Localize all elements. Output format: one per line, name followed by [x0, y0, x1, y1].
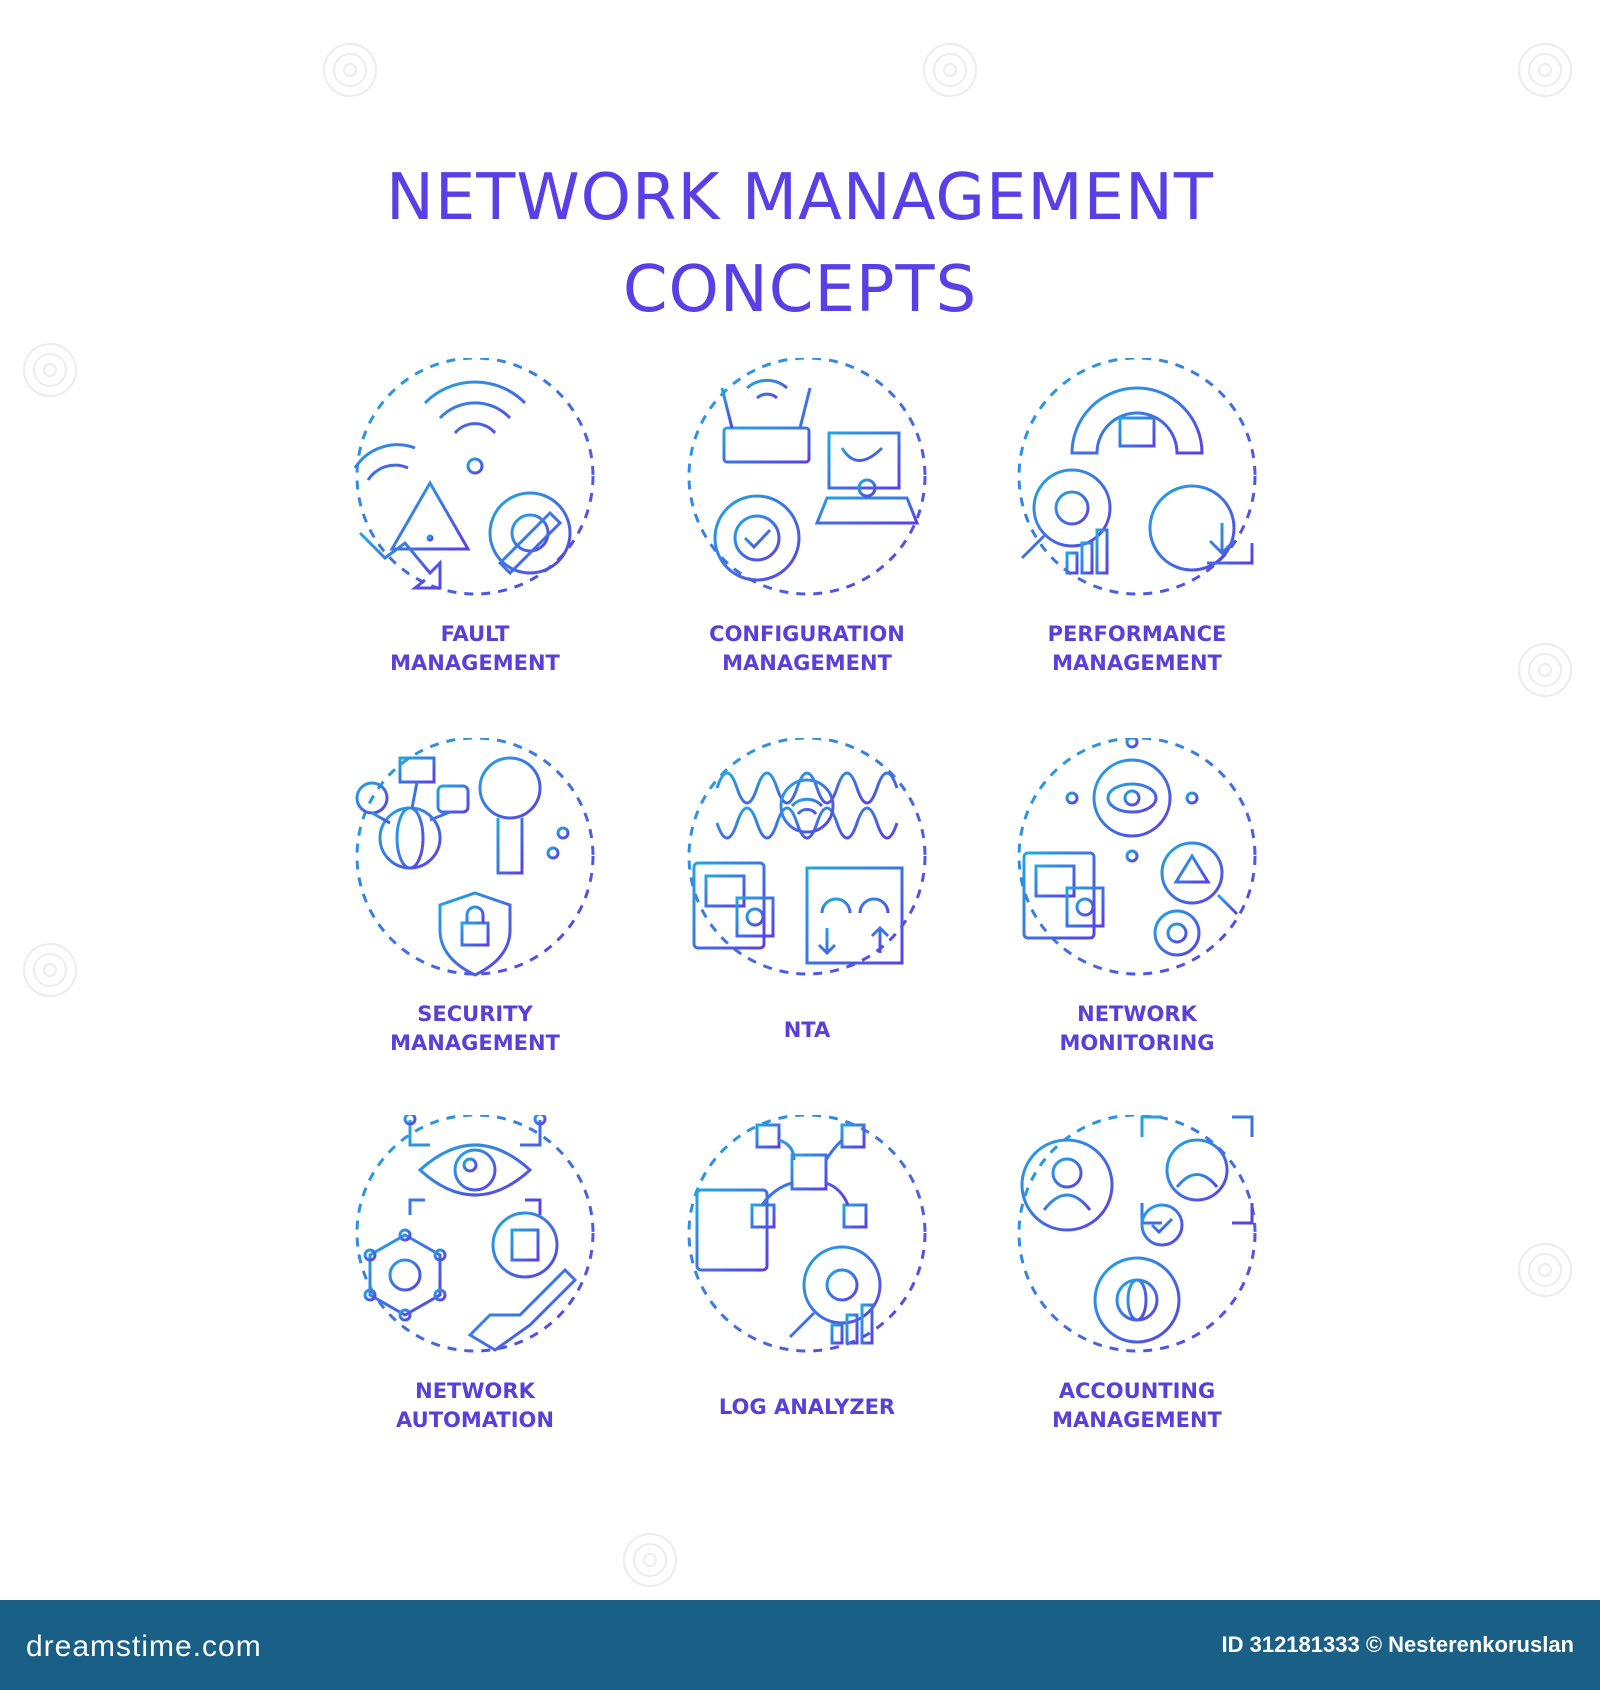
image-credit: ID 312181333 © Nesterenkoruslan	[1221, 1632, 1574, 1657]
watermark-icon	[1518, 643, 1572, 697]
watermark-icon	[1518, 1243, 1572, 1297]
watermark-icon	[323, 43, 377, 97]
configuration-management-icon	[687, 358, 927, 596]
concept-label: FAULT MANAGEMENT	[390, 622, 560, 675]
nta-icon	[687, 738, 927, 976]
log-analyzer-icon	[687, 1115, 927, 1353]
concept-fault-management: FAULT MANAGEMENT	[340, 358, 610, 718]
concept-network-monitoring: NETWORK MONITORING	[1002, 738, 1272, 1098]
concept-label: NTA	[783, 1018, 831, 1042]
concept-configuration-management: CONFIGURATION MANAGEMENT	[672, 358, 942, 718]
concept-label: LOG ANALYZER	[718, 1395, 896, 1419]
watermark-icon	[623, 1533, 677, 1587]
dreamstime-brand[interactable]: dreamstime.com	[26, 1630, 262, 1663]
concept-label: PERFORMANCE MANAGEMENT	[1047, 622, 1227, 675]
performance-management-icon	[1017, 358, 1257, 596]
concept-label: CONFIGURATION MANAGEMENT	[709, 622, 905, 675]
fault-management-icon	[353, 358, 595, 596]
concept-network-automation: NETWORK AUTOMATION	[340, 1115, 610, 1475]
watermark-icon	[23, 943, 77, 997]
network-monitoring-icon	[1017, 738, 1257, 976]
concept-accounting-management: ACCOUNTING MANAGEMENT	[1002, 1115, 1272, 1475]
page-title-line1: NETWORK MANAGEMENT	[385, 161, 1215, 235]
footer-bar: dreamstime.com ID 312181333 © Nesterenko…	[0, 1600, 1600, 1690]
watermark-icon	[23, 343, 77, 397]
concept-label: NETWORK MONITORING	[1059, 1002, 1215, 1055]
concept-nta: NTA	[672, 738, 942, 1098]
accounting-management-icon	[1017, 1115, 1257, 1353]
page-title-line2: CONCEPTS	[622, 253, 978, 327]
concept-label: ACCOUNTING MANAGEMENT	[1052, 1379, 1222, 1432]
concept-performance-management: PERFORMANCE MANAGEMENT	[1002, 358, 1272, 718]
security-management-icon	[355, 738, 595, 977]
network-automation-icon	[355, 1115, 595, 1353]
concept-label: SECURITY MANAGEMENT	[390, 1002, 560, 1055]
watermark-icon	[923, 43, 977, 97]
concept-security-management: SECURITY MANAGEMENT	[340, 738, 610, 1098]
concept-log-analyzer: LOG ANALYZER	[672, 1115, 942, 1475]
watermark-icon	[1518, 43, 1572, 97]
concept-label: NETWORK AUTOMATION	[396, 1379, 554, 1432]
